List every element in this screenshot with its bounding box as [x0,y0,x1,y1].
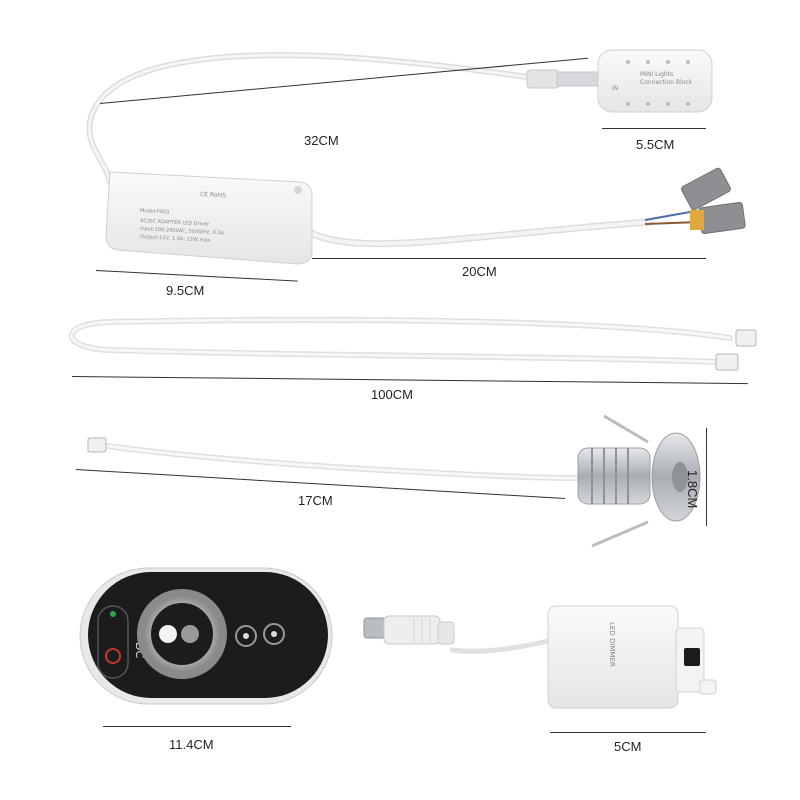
wago-connectors [681,167,746,235]
dim-label-driver: 9.5CM [166,283,205,298]
connector-block-subtitle: Connection Block [640,79,693,86]
led-dimmer: LED DIMMER [547,605,717,709]
dim-line-20cm [312,258,706,259]
driver-line-2: Input:100-240VAC, 50/60Hz, 0.3A [140,226,225,236]
dim-line-5-5cm [602,128,706,129]
dim-label-connector-block: 5.5CM [636,137,675,152]
connector-block-in: IN [612,85,618,92]
dim-label-connector-block-cable: 32CM [304,133,339,148]
dim-label-extension-cable: 100CM [371,387,413,402]
dim-label-spotlight-diameter: 1.8CM [685,470,700,509]
connector-block-title: MINI Lights [640,71,673,78]
dim-line-5cm [550,732,706,733]
driver-line-1: AC/DC ADAPTER LED Driver [140,218,210,228]
dim-line-11-4cm [103,726,291,727]
extension-cable [68,316,757,371]
driver-line-3: Output:12V, 1.0A, 12W max [140,234,211,244]
touch-remote: DC [79,567,333,705]
connector-block-cable [86,52,600,193]
dim-label-remote: 11.4CM [169,737,214,752]
driver-model: Model:P003 [140,208,170,216]
dimmer-cable [363,615,555,654]
spotlight-cable [87,437,583,481]
dim-label-dimmer: 5CM [614,739,642,754]
dim-label-driver-output-cable: 20CM [462,264,497,279]
driver-output-cable [298,211,701,248]
dim-line-1-8cm [706,428,707,526]
connector-block: MINI Lights Connection Block IN [597,49,713,113]
mini-spotlight [577,414,701,548]
dimmer-title: LED DIMMER [608,622,616,667]
driver-marks: CE RoHS [200,191,226,199]
dim-label-spotlight-cable: 17CM [298,493,333,508]
led-driver: CE RoHS Model:P003 AC/DC ADAPTER LED Dri… [105,171,313,265]
